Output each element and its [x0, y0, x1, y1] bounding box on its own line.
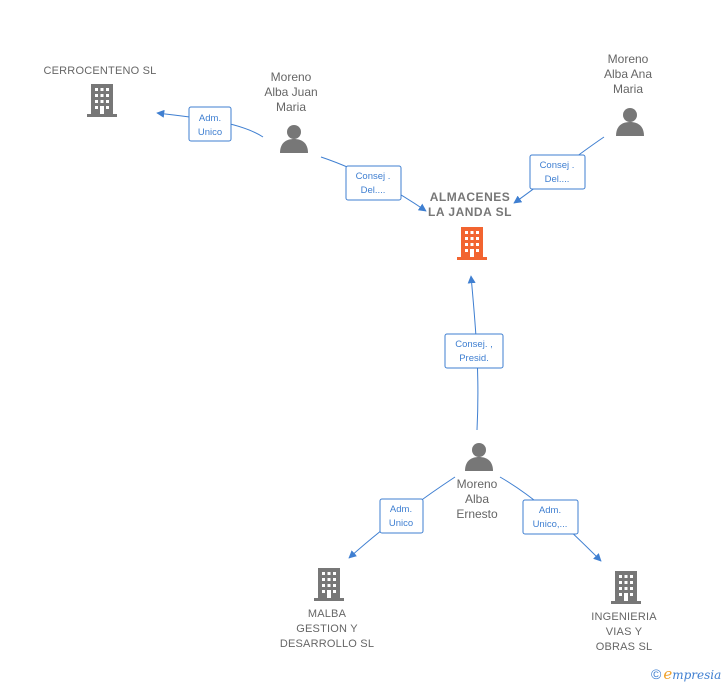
edge-juan-to-cerrocenteno[interactable]: Adm. Unico: [156, 106, 264, 142]
node-label-line: MALBA: [308, 608, 347, 620]
node-label-line: Moreno: [271, 70, 312, 84]
brand-logo-text: mpresia: [672, 668, 722, 682]
edge-ernesto-to-malba[interactable]: Adm. Unico: [348, 476, 456, 559]
empresia-brand: ©empresia: [651, 665, 721, 683]
edge-label-line: Unico,...: [533, 519, 568, 530]
edge-ana-to-almacenes[interactable]: Consej . Del....: [513, 136, 605, 204]
building-icon: [87, 84, 117, 117]
edge-label-line: Adm.: [539, 505, 561, 516]
node-label-line: Alba: [465, 492, 489, 506]
svg-text:Consej .Del....: Consej . Del....: [540, 160, 575, 185]
edge-label-line: Presid.: [459, 353, 489, 364]
person-icon: [465, 443, 493, 471]
node-label-line: Moreno: [457, 477, 498, 491]
person-icon: [280, 125, 308, 153]
svg-text:CERROCENTENO SL: CERROCENTENO SL: [43, 65, 156, 77]
edge-label-line: Consej .: [540, 160, 575, 171]
node-label-line: LA JANDA SL: [428, 205, 512, 219]
edge-label-line: Unico: [389, 518, 413, 529]
svg-text:Consej. ,Presid.: Consej. , Presid.: [455, 339, 493, 364]
svg-text:Adm.Unico,...: Adm. Unico,...: [533, 505, 568, 530]
building-icon: [314, 568, 344, 601]
edge-label-line: Del....: [545, 174, 570, 185]
edge-juan-to-almacenes[interactable]: Consej . Del....: [320, 156, 427, 212]
node-label-line: OBRAS SL: [596, 641, 653, 653]
edge-label-line: Adm.: [390, 504, 412, 515]
node-label-line: GESTION Y: [296, 623, 358, 635]
node-label-line: CERROCENTENO SL: [43, 65, 156, 77]
node-label-line: Maria: [276, 100, 306, 114]
brand-logo-e: e: [663, 665, 673, 683]
node-label-line: ALMACENES: [430, 190, 511, 204]
edge-label-line: Consej .: [356, 171, 391, 182]
node-malba-gestion[interactable]: MALBA GESTION Y DESARROLLO SL: [280, 568, 374, 650]
edge-label-line: Consej. ,: [455, 339, 493, 350]
node-label-line: INGENIERIA: [591, 611, 657, 623]
building-icon: [611, 571, 641, 604]
person-icon: [616, 108, 644, 136]
edge-label-line: Del....: [361, 185, 386, 196]
node-label-line: Ernesto: [456, 507, 498, 521]
node-label-line: Alba Ana: [604, 67, 652, 81]
svg-text:Adm.Unico: Adm. Unico: [198, 113, 222, 138]
svg-text:Consej .Del....: Consej . Del....: [356, 171, 391, 196]
node-label-line: VIAS Y: [606, 626, 643, 638]
svg-text:Adm.Unico: Adm. Unico: [389, 504, 413, 529]
edge-ernesto-to-ingenieria[interactable]: Adm. Unico,...: [499, 476, 602, 562]
building-icon: [457, 227, 487, 260]
node-label-line: DESARROLLO SL: [280, 638, 374, 650]
node-label-line: Alba Juan: [264, 85, 317, 99]
node-cerrocenteno[interactable]: CERROCENTENO SL: [43, 65, 156, 117]
copyright-icon: ©: [651, 666, 662, 682]
node-ingenieria-vias[interactable]: INGENIERIA VIAS Y OBRAS SL: [591, 571, 657, 653]
node-label-line: Maria: [613, 82, 643, 96]
edge-ernesto-to-almacenes[interactable]: Consej. , Presid.: [444, 275, 504, 431]
edge-label-line: Unico: [198, 127, 222, 138]
edge-label-line: Adm.: [199, 113, 221, 124]
node-label-line: Moreno: [608, 52, 649, 66]
